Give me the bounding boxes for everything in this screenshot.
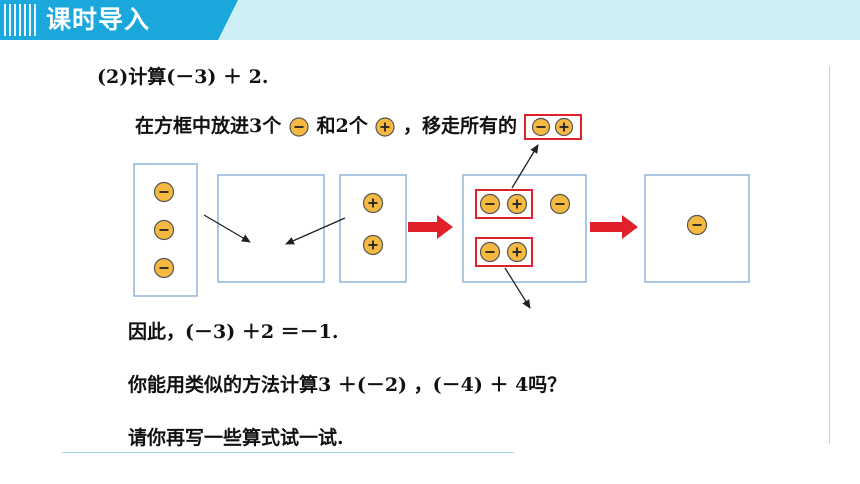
box-two-positives (339, 174, 407, 283)
positive-chip-icon (362, 192, 384, 214)
negative-chip-icon (549, 193, 571, 215)
negative-chip-icon (289, 117, 309, 137)
positive-chip-icon (362, 234, 384, 256)
header-tab (0, 0, 238, 40)
negative-chip-icon (479, 193, 501, 215)
positive-chip-icon (506, 241, 528, 263)
red-arrow (408, 215, 453, 239)
negative-chip-icon (153, 257, 175, 279)
arrow-into-box (203, 214, 251, 243)
arrow-into-box (285, 217, 346, 245)
instruction-text-1: 在方框中放进3个 (135, 115, 282, 137)
instruction-line: 在方框中放进3个 和2个 ，移走所有的 (135, 111, 582, 140)
right-divider (829, 66, 830, 444)
negative-chip-icon (153, 219, 175, 241)
negative-chip-icon (153, 181, 175, 203)
problem-statement: (2)计算(－3) ＋ 2. (97, 66, 269, 88)
box-empty-target (217, 174, 325, 283)
instruction-text-2: 和2个 (316, 115, 368, 137)
red-arrow (590, 215, 638, 239)
positive-chip-icon (375, 117, 395, 137)
instruction-text-3: ，移走所有的 (402, 115, 517, 137)
arrow-remove-pair (504, 267, 531, 309)
negative-chip-icon (686, 214, 708, 236)
positive-chip-icon (506, 193, 528, 215)
bottom-divider (62, 452, 514, 453)
prompt-line: 请你再写一些算式试一试. (128, 427, 344, 449)
section-title: 课时导入 (46, 5, 151, 34)
negative-chip-icon (479, 241, 501, 263)
conclusion-line: 因此，(－3) ＋2 ＝－1. (128, 321, 339, 343)
arrow-remove-pair (511, 144, 539, 189)
chip-pair-icon (523, 114, 582, 140)
header-stripes (4, 4, 36, 36)
question-line: 你能用类似的方法计算3 ＋(－2) ，(－4) ＋ 4吗？ (128, 374, 567, 396)
